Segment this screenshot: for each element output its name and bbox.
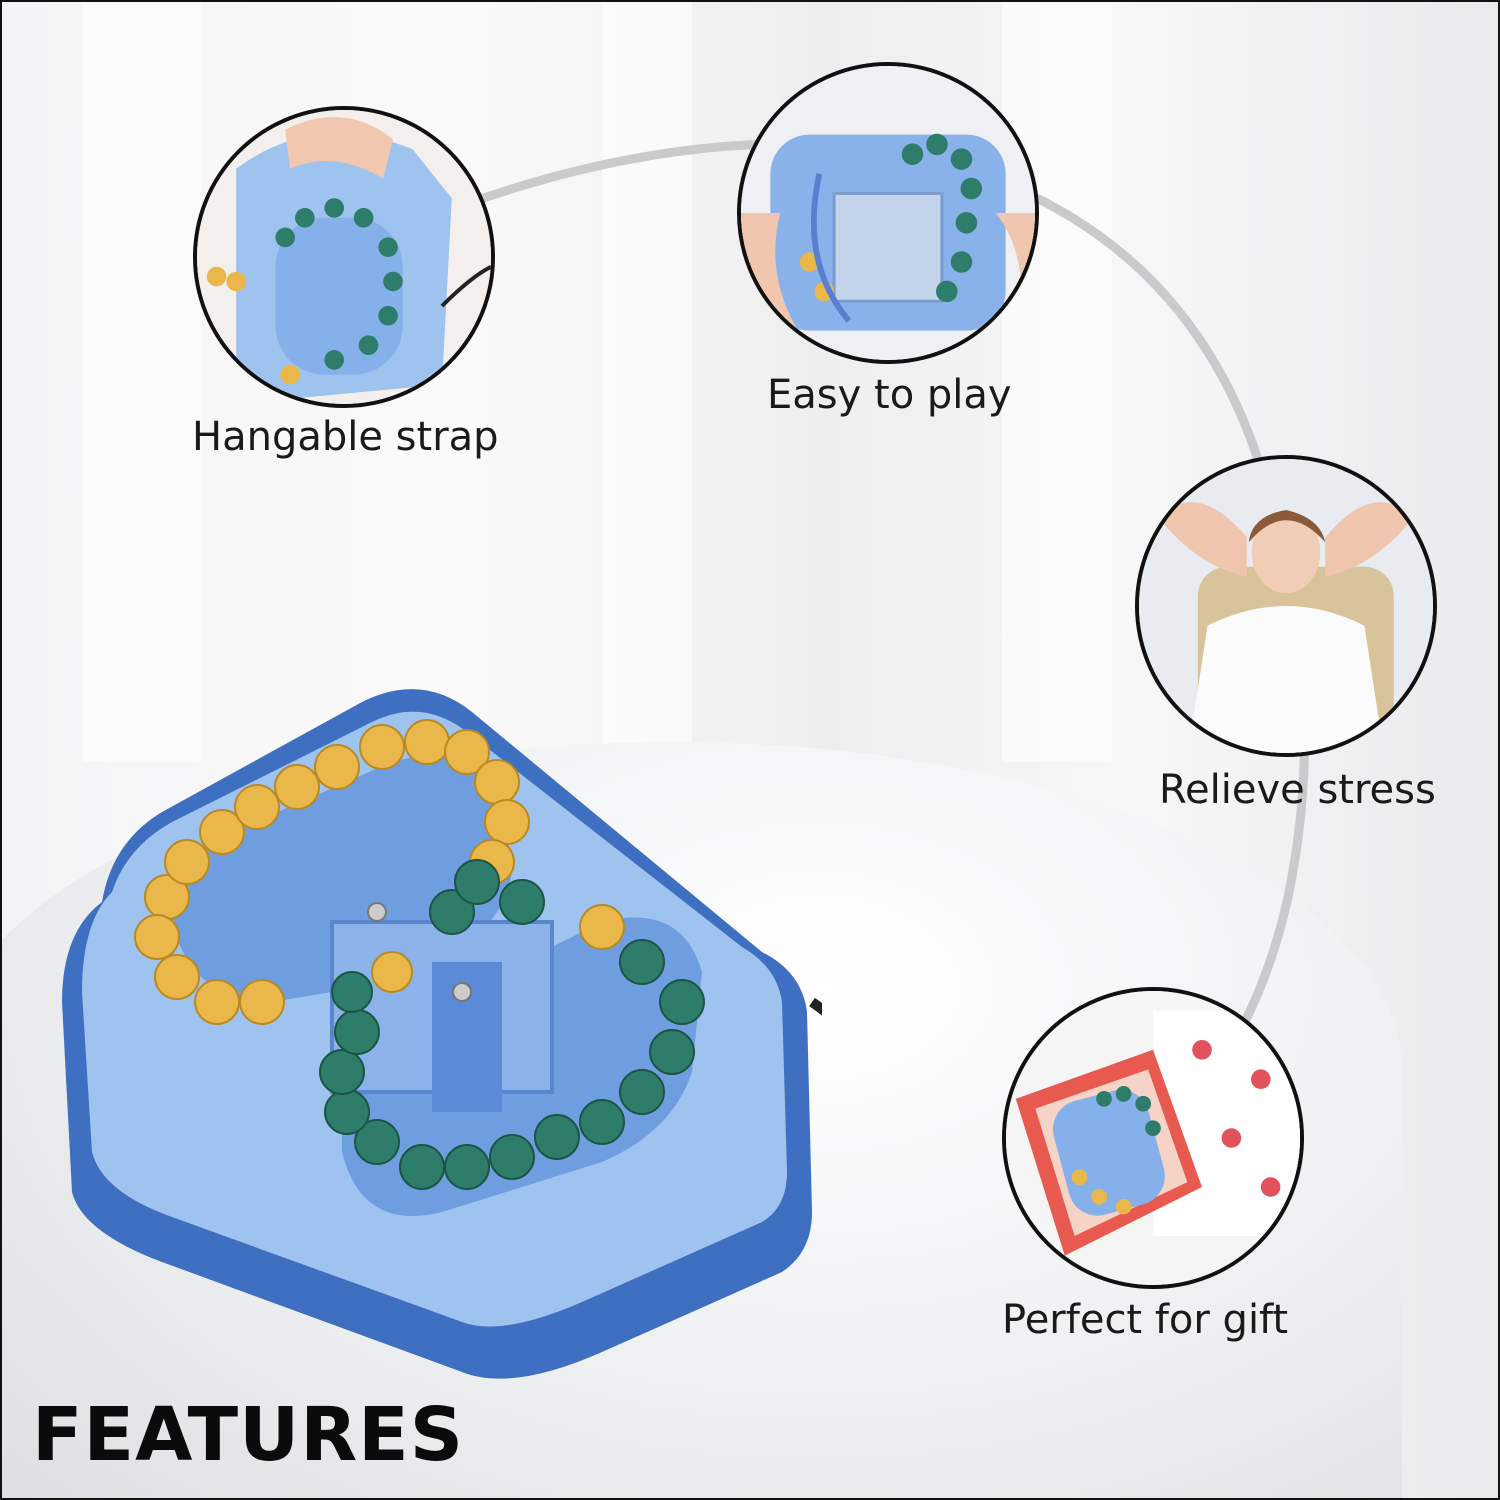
features-title: FEATURES	[32, 1392, 465, 1478]
background-curtain	[82, 2, 202, 762]
puzzle-toy-image	[62, 689, 822, 1379]
background-curtain	[602, 2, 692, 762]
play-feature-label: Easy to play	[767, 372, 1012, 418]
strap-feature-label: Hangable strap	[192, 414, 499, 460]
gift-feature-label: Perfect for gift	[1002, 1297, 1289, 1343]
play-feature-image	[737, 62, 1039, 364]
stress-feature-image	[1135, 455, 1437, 757]
stress-feature-label: Relieve stress	[1159, 767, 1436, 813]
strap-feature-image	[193, 106, 495, 408]
background-curtain	[1002, 2, 1112, 762]
gift-feature-image	[1002, 987, 1304, 1289]
